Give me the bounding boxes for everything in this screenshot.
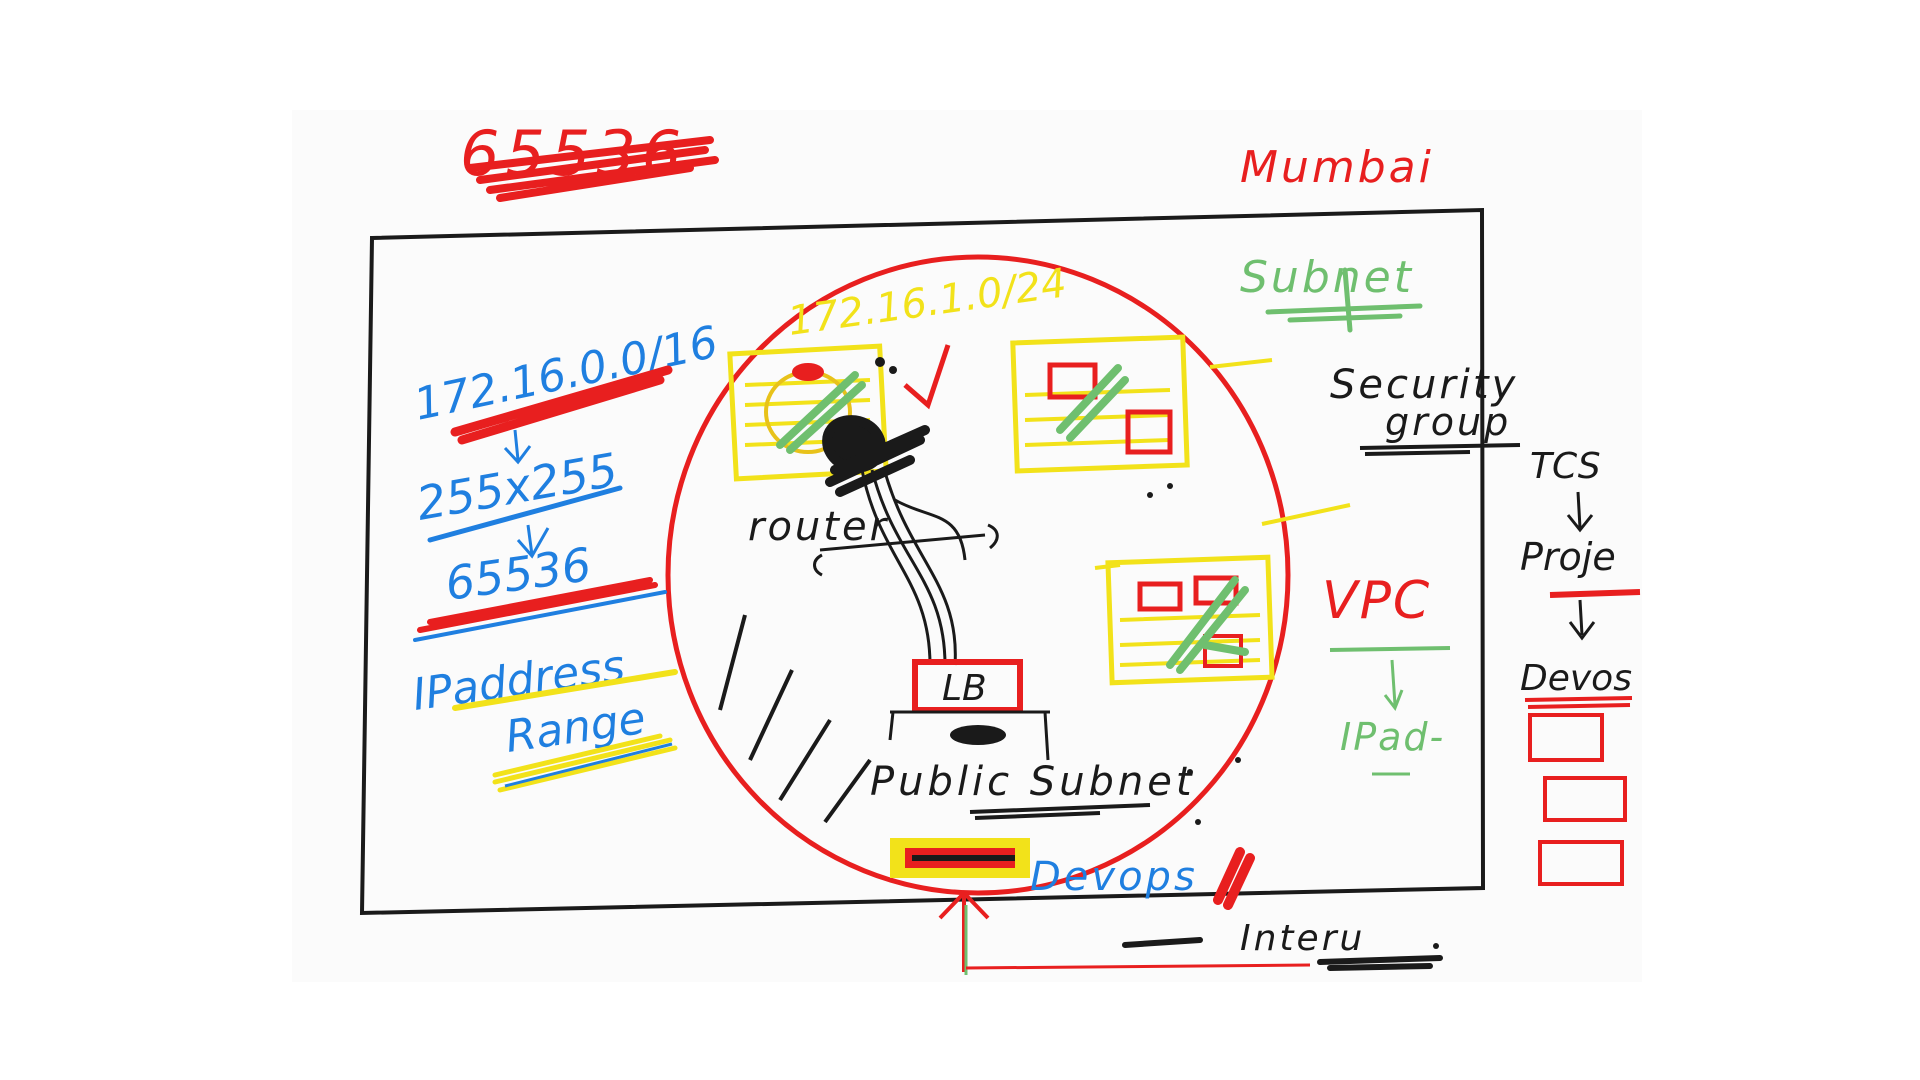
region-label: Mumbai: [1240, 142, 1434, 193]
region-box: [359, 207, 1486, 916]
multiply-underline: [427, 485, 623, 543]
vpc-cidr-underline: [450, 365, 673, 445]
subnet-label: Subnet: [1240, 252, 1414, 303]
security-group-label-2: group: [1385, 400, 1511, 444]
vpc-circle: [665, 254, 1291, 896]
devops-label: Devops: [1030, 854, 1198, 900]
project-arrow: [1568, 599, 1596, 641]
devops-red-mark: [1213, 847, 1255, 910]
project-label: Proje: [1520, 535, 1616, 579]
project-red-mark: [1549, 589, 1641, 598]
subnet-box-1-hatch: [744, 378, 871, 447]
subnet-box-2-server-2: [1125, 409, 1173, 455]
range-blue-scribble: [504, 742, 673, 788]
circle-hatch-lines: [718, 614, 872, 824]
router-to-lb-cables: [860, 469, 967, 666]
ip-range-highlight: [452, 669, 678, 711]
team-box-2: [1543, 776, 1627, 822]
range-scribble: [492, 733, 678, 793]
subnet-box-3-server-1: [1137, 581, 1183, 612]
ink-dots: [875, 357, 1439, 949]
vpc-underline: [1329, 646, 1451, 652]
devops-right-underline: [1524, 696, 1633, 709]
igw-arrow: [938, 890, 990, 972]
total-underline: [417, 577, 658, 633]
vpc-down-arrow: [1383, 659, 1404, 712]
team-box-1: [1528, 713, 1604, 762]
subnet-box-1-green: [776, 371, 866, 454]
subnet-box-1-red-dot: [792, 363, 824, 381]
router-label: router: [748, 504, 889, 550]
internet-red-line: [965, 963, 1311, 970]
subnet-box-3: [1105, 554, 1275, 686]
total-blue-line: [413, 590, 667, 642]
lb-shadow: [950, 725, 1006, 745]
top-number-scribble: [466, 136, 719, 202]
subnet-box-1: [727, 343, 889, 482]
ipad-label: IPad-: [1340, 715, 1445, 759]
router-blob: [822, 415, 930, 497]
public-subnet-label: Public Subnet: [870, 759, 1196, 805]
tcs-arrow: [1566, 491, 1594, 533]
subnet-box-2: [1010, 334, 1190, 474]
security-group-label-1: Security: [1330, 362, 1518, 408]
lb-platform: [888, 710, 1050, 761]
public-subnet-underline: [969, 803, 1151, 820]
lb-box: [912, 659, 1023, 713]
internet-label: Interu: [1240, 918, 1365, 959]
yellow-connector-1: [1209, 358, 1273, 369]
yellow-connector-3: [1094, 563, 1121, 570]
lb-label: LB: [942, 668, 987, 709]
tcs-label: TCS: [1530, 446, 1601, 487]
internet-scribble: [1122, 937, 1443, 971]
subnet-box-3-green: [1166, 576, 1249, 674]
subnet-box-2-server-1: [1047, 362, 1098, 400]
down-arrow-2: [516, 524, 550, 559]
check-mark: [903, 344, 951, 410]
down-arrow-1: [503, 429, 532, 465]
team-box-3: [1538, 840, 1624, 886]
subnet-label-underline: [1265, 267, 1423, 333]
vpc-label: VPC: [1322, 571, 1431, 631]
yellow-connector-2: [1261, 503, 1351, 526]
security-group-underline: [1359, 443, 1521, 456]
subnet-box-2-green: [1056, 364, 1129, 442]
devops-right-label: Devos: [1520, 658, 1632, 699]
